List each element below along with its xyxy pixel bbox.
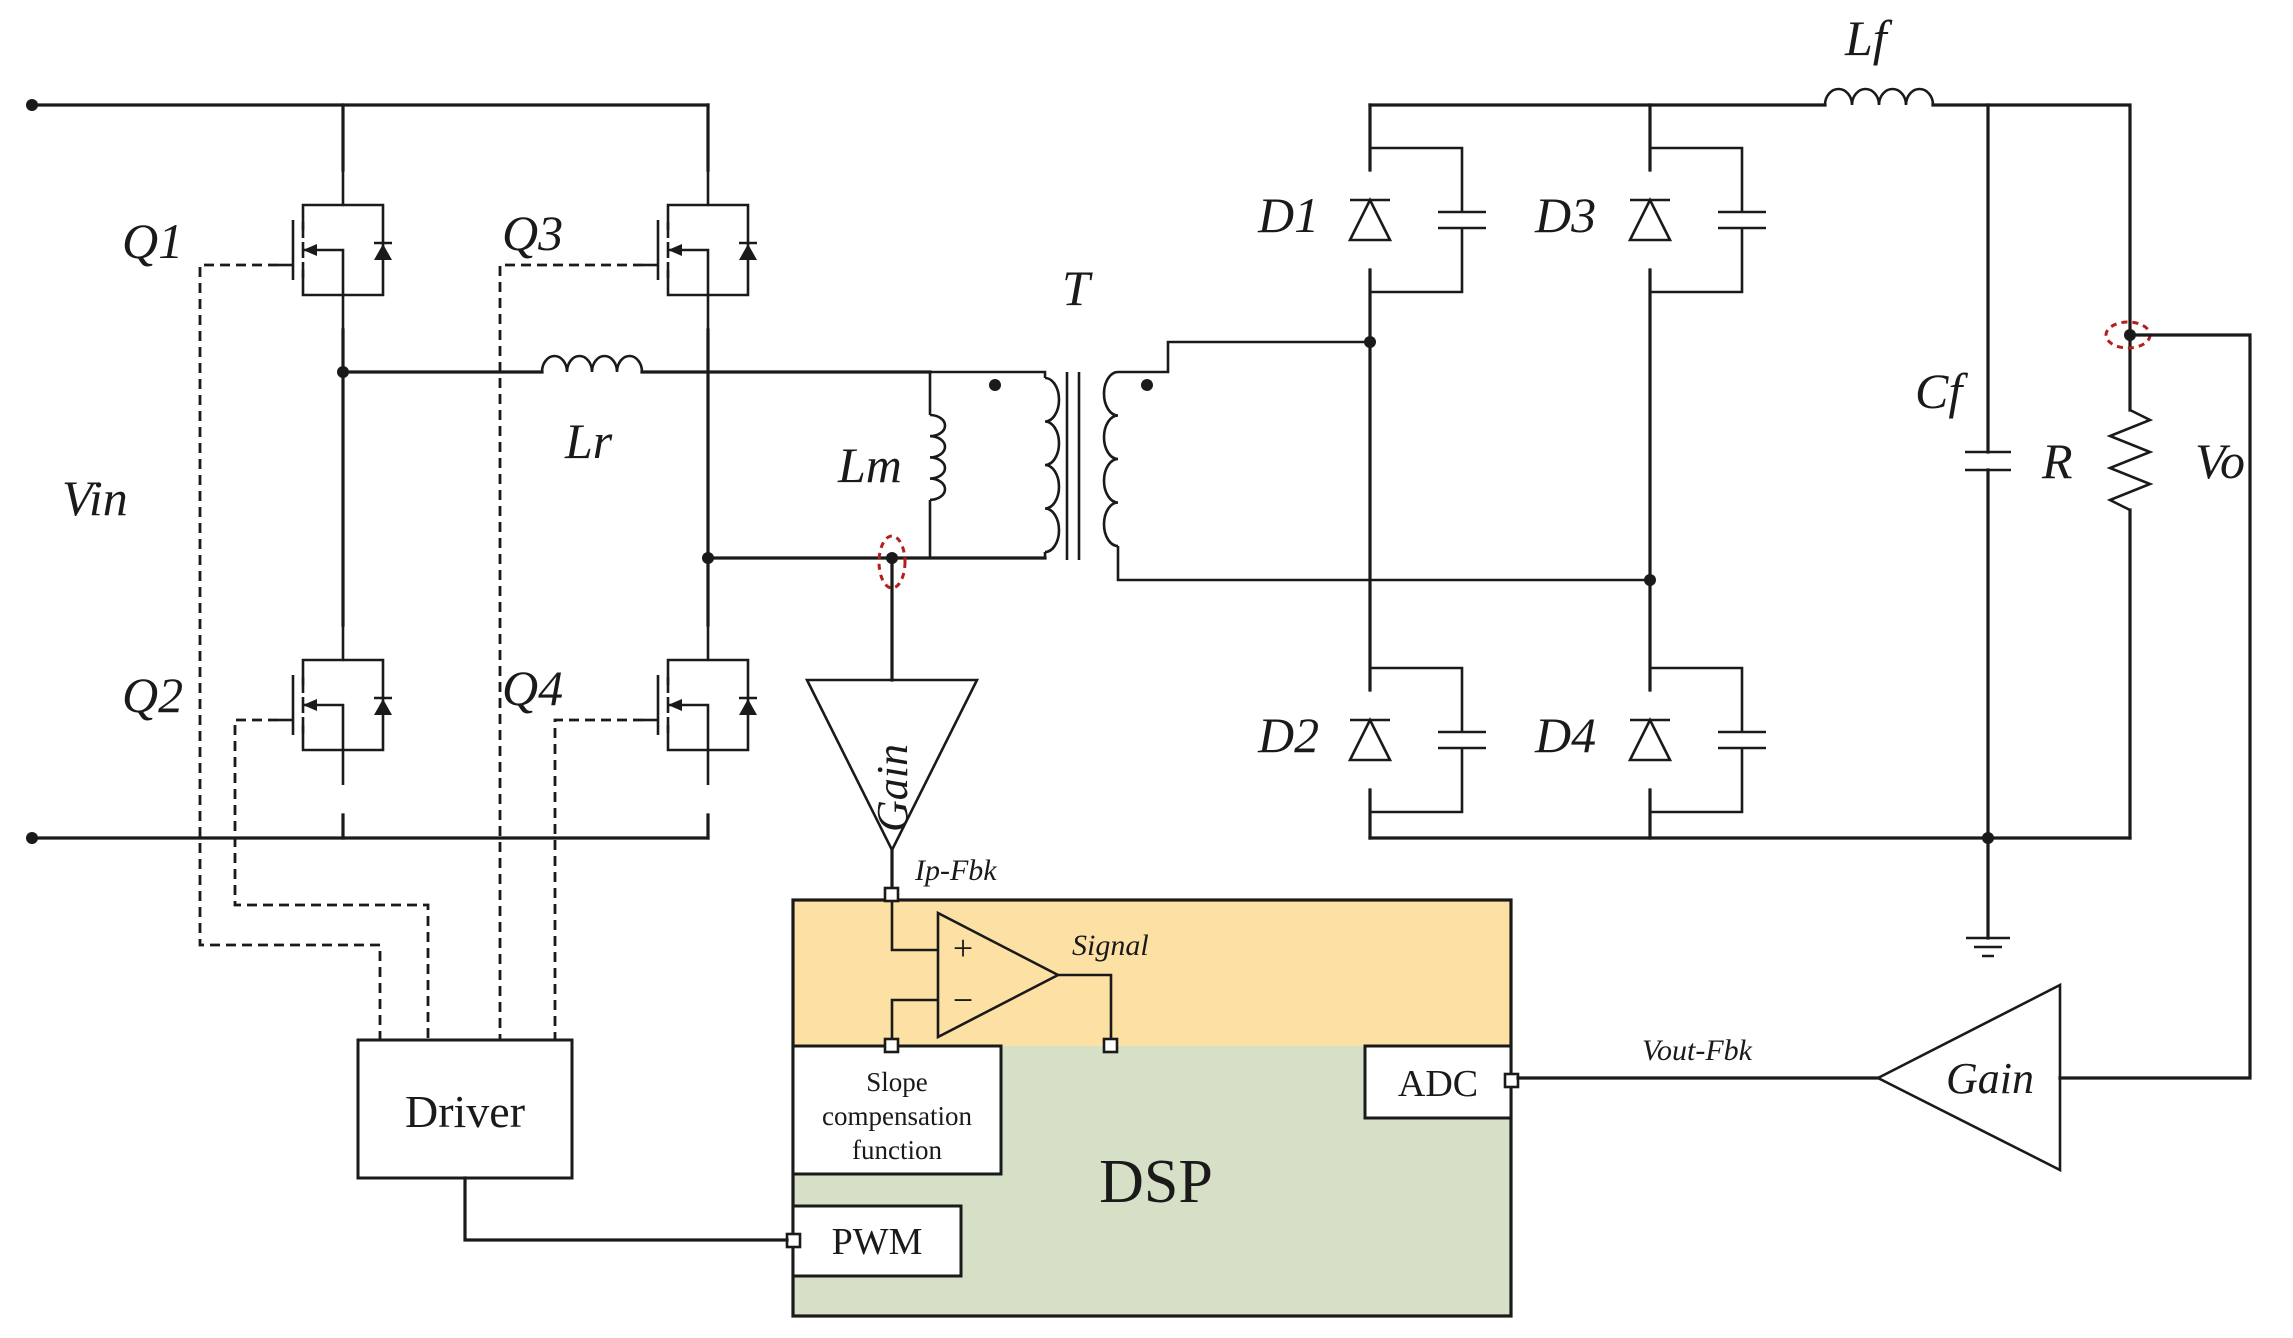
r-label: R bbox=[2041, 433, 2073, 489]
q2-label: Q2 bbox=[122, 667, 183, 723]
cf-label: Cf bbox=[1915, 363, 1968, 419]
d3-label: D3 bbox=[1534, 187, 1596, 243]
adc-port bbox=[1503, 1072, 1520, 1089]
q3-mosfet bbox=[641, 168, 759, 332]
ip-sense-highlight bbox=[877, 534, 907, 590]
slope-label-line1: Slope bbox=[866, 1067, 928, 1097]
q4-gate-line bbox=[553, 718, 643, 1040]
d1-label: D1 bbox=[1257, 187, 1319, 243]
pwm-drive-wire bbox=[463, 1176, 789, 1242]
q4-label: Q4 bbox=[502, 660, 563, 716]
output-right-wire bbox=[1931, 103, 2132, 840]
vout-fbk-label: Vout-Fbk bbox=[1642, 1034, 1753, 1067]
cf-capacitor bbox=[1965, 450, 2011, 472]
q3-label: Q3 bbox=[502, 205, 563, 261]
lf-label: Lf bbox=[1844, 10, 1893, 66]
vin-label: Vin bbox=[62, 470, 128, 526]
slope-label-line3: function bbox=[852, 1135, 942, 1165]
ground-symbol bbox=[1966, 936, 2010, 958]
gain-primary-amp bbox=[804, 678, 980, 853]
vo-feedback-wire bbox=[2058, 333, 2252, 1080]
q2-gate-line bbox=[233, 718, 430, 1040]
lr-inductor bbox=[540, 354, 644, 373]
slope-compensation-block bbox=[791, 1044, 1003, 1176]
vo-label: Vo bbox=[2195, 433, 2245, 489]
ip-fbk-port bbox=[883, 886, 900, 903]
driver-label: Driver bbox=[405, 1086, 525, 1137]
transformer-primary bbox=[1044, 376, 1061, 554]
pwm-label: PWM bbox=[832, 1221, 923, 1263]
slope-label-line2: compensation bbox=[822, 1101, 972, 1131]
pwm-port bbox=[785, 1232, 802, 1249]
lm-label: Lm bbox=[837, 437, 902, 493]
d4-label: D4 bbox=[1534, 707, 1596, 763]
driver-block bbox=[356, 1038, 574, 1180]
q1-gate-line bbox=[198, 263, 382, 1040]
q3-gate-line bbox=[498, 263, 643, 1040]
r-resistor bbox=[2106, 408, 2154, 512]
q2-mosfet bbox=[276, 623, 394, 787]
gain-output-amp bbox=[1875, 982, 2062, 1173]
dsp-comparator-area bbox=[793, 900, 1511, 1046]
transformer-secondary bbox=[1102, 370, 1119, 548]
q1-label: Q1 bbox=[122, 213, 183, 269]
signal-port bbox=[1102, 1037, 1119, 1054]
comparator-minus: − bbox=[953, 980, 973, 1020]
comparator bbox=[936, 910, 1061, 1040]
q4-mosfet bbox=[641, 623, 759, 787]
lf-inductor bbox=[1823, 87, 1935, 106]
comparator-plus: + bbox=[953, 928, 973, 968]
lr-label: Lr bbox=[564, 413, 613, 469]
gain-output-label: Gain bbox=[1946, 1054, 2034, 1103]
pwm-block bbox=[791, 1204, 963, 1278]
transformer-core bbox=[1065, 372, 1081, 560]
adc-label: ADC bbox=[1398, 1063, 1478, 1105]
t-label: T bbox=[1062, 260, 1093, 316]
d2-label: D2 bbox=[1257, 707, 1319, 763]
gain-primary-label: Gain bbox=[868, 744, 917, 832]
dsp-label: DSP bbox=[1099, 1148, 1213, 1216]
q1-mosfet bbox=[276, 168, 394, 332]
signal-label: Signal bbox=[1072, 929, 1149, 962]
ip-fbk-label: Ip-Fbk bbox=[914, 854, 997, 887]
lm-inductor bbox=[929, 413, 947, 502]
